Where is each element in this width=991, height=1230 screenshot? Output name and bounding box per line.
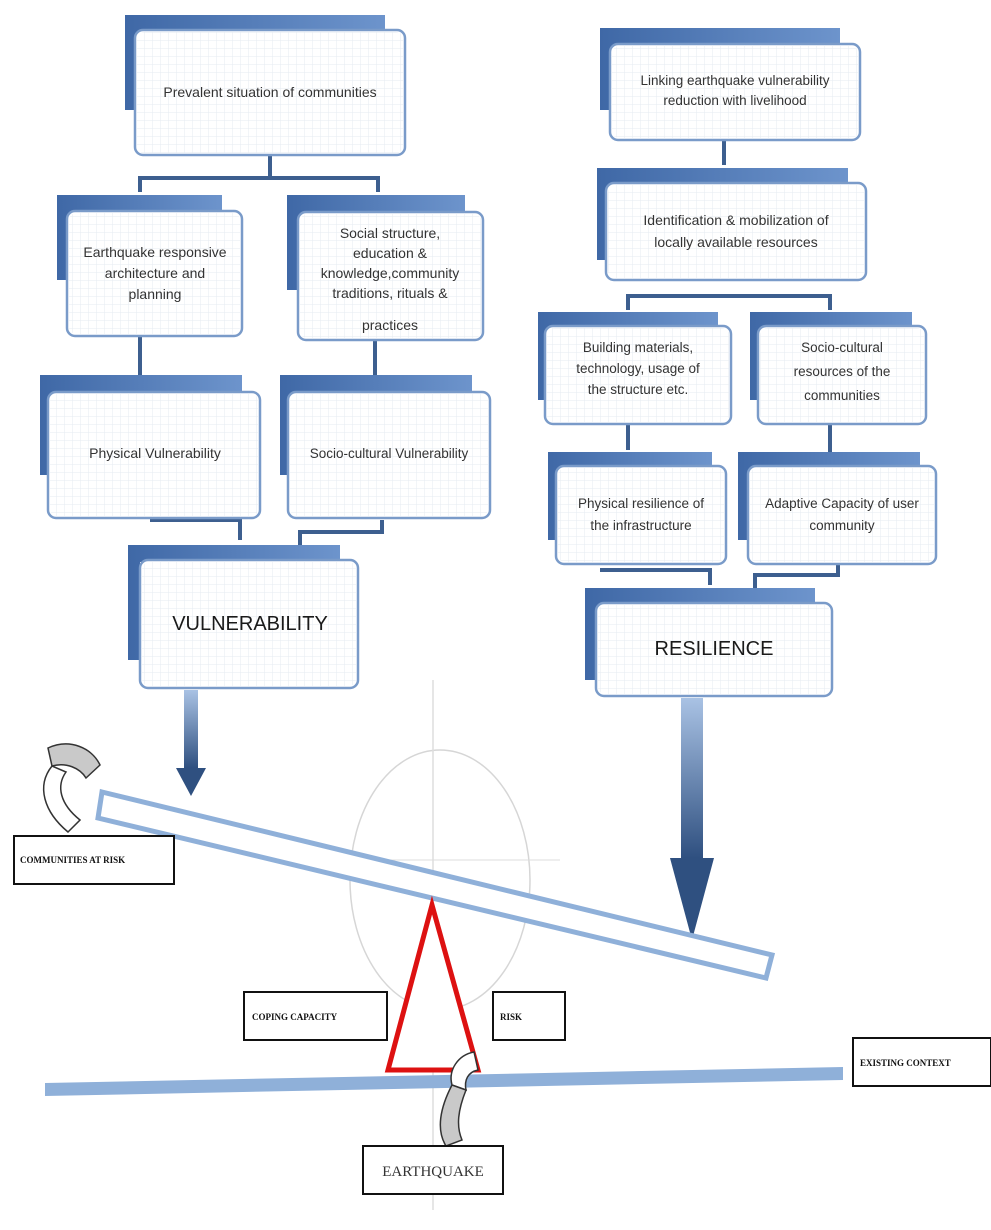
- physical-resilience-line-1: Physical resilience of: [578, 496, 704, 511]
- earthquake-architecture-line-2: architecture and: [105, 265, 205, 281]
- socio-cultural-vulnerability-text: Socio-cultural Vulnerability: [310, 446, 469, 461]
- socio-cultural-resources-line-2: resources of the: [794, 364, 891, 379]
- physical-vulnerability-text: Physical Vulnerability: [89, 445, 221, 461]
- resilience-text: RESILIENCE: [655, 638, 774, 660]
- label-earthquake: EARTHQUAKE: [362, 1145, 504, 1195]
- social-structure-line-4: traditions, rituals &: [332, 285, 448, 301]
- earthquake-architecture-line-3: planning: [129, 286, 182, 302]
- linking-livelihood-line-2: reduction with livelihood: [663, 93, 806, 108]
- vulnerability-down-arrow: [176, 690, 206, 796]
- social-structure-line-5: practices: [362, 317, 418, 333]
- socio-cultural-resources-line-1: Socio-cultural: [801, 340, 883, 355]
- social-structure-line-1: Social structure,: [340, 225, 440, 241]
- ground-line: [45, 1067, 843, 1096]
- label-coping-capacity: COPING CAPACITY: [243, 991, 388, 1041]
- left-tree-connectors: [138, 156, 384, 545]
- label-existing-context: EXISTING CONTEXT: [852, 1037, 991, 1087]
- existing-context-text: EXISTING CONTEXT: [860, 1058, 951, 1068]
- building-materials-line-1: Building materials,: [583, 340, 693, 355]
- earthquake-architecture-line-1: Earthquake responsive: [83, 244, 226, 260]
- social-structure-line-2: education &: [353, 245, 428, 261]
- risk-text: RISK: [500, 1012, 522, 1022]
- box-building-materials: Building materials, technology, usage of…: [538, 312, 733, 426]
- communities-curved-arrow-icon: [43, 743, 101, 834]
- social-structure-line-3: knowledge,community: [321, 265, 460, 281]
- box-physical-resilience: Physical resilience of the infrastructur…: [548, 452, 728, 566]
- physical-resilience-line-2: the infrastructure: [590, 518, 691, 533]
- vulnerability-text: VULNERABILITY: [172, 613, 328, 635]
- adaptive-capacity-line-1: Adaptive Capacity of user: [765, 496, 919, 511]
- box-linking-livelihood: Linking earthquake vulnerability reducti…: [600, 28, 862, 142]
- building-materials-line-2: technology, usage of: [576, 361, 700, 376]
- earthquake-curved-arrow-icon: [439, 1051, 479, 1147]
- linking-livelihood-line-1: Linking earthquake vulnerability: [640, 73, 829, 88]
- box-identification-resources: Identification & mobilization of locally…: [597, 168, 868, 282]
- adaptive-capacity-line-2: community: [809, 518, 875, 533]
- box-social-structure: Social structure, education & knowledge,…: [287, 195, 485, 342]
- identification-line-1: Identification & mobilization of: [643, 212, 828, 228]
- identification-line-2: locally available resources: [654, 234, 817, 250]
- communities-at-risk-text: COMMUNITIES AT RISK: [20, 855, 125, 865]
- building-materials-line-3: the structure etc.: [588, 382, 689, 397]
- box-adaptive-capacity: Adaptive Capacity of user community: [738, 452, 938, 566]
- box-socio-cultural-resources: Socio-cultural resources of the communit…: [750, 312, 928, 426]
- box-vulnerability: VULNERABILITY: [128, 545, 360, 690]
- right-tree-connectors: [600, 140, 840, 590]
- prevalent-situation-text: Prevalent situation of communities: [163, 84, 376, 100]
- box-earthquake-architecture: Earthquake responsive architecture and p…: [57, 195, 244, 338]
- resilience-down-arrow: [670, 698, 714, 940]
- box-physical-vulnerability: Physical Vulnerability: [40, 375, 262, 520]
- socio-cultural-resources-line-3: communities: [804, 388, 880, 403]
- balance-beam: [95, 788, 776, 982]
- box-prevalent-situation: Prevalent situation of communities: [125, 15, 407, 157]
- label-risk: RISK: [492, 991, 566, 1041]
- earthquake-text: EARTHQUAKE: [382, 1164, 484, 1180]
- fulcrum-triangle: [384, 895, 482, 1073]
- box-socio-cultural-vulnerability: Socio-cultural Vulnerability: [280, 375, 492, 520]
- coping-capacity-text: COPING CAPACITY: [252, 1012, 338, 1022]
- box-resilience: RESILIENCE: [585, 588, 834, 698]
- label-communities-at-risk: COMMUNITIES AT RISK: [13, 835, 175, 885]
